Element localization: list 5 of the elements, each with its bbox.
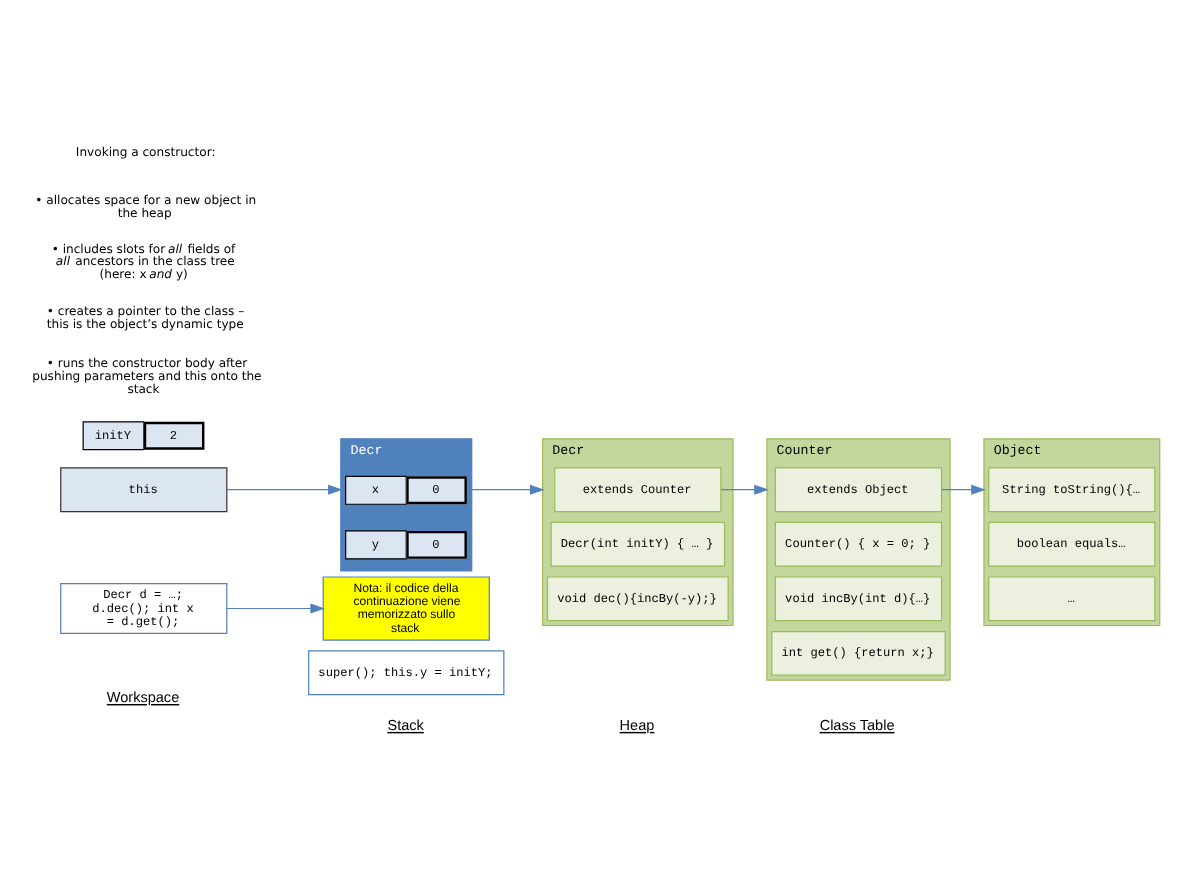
arrow	[720, 484, 769, 495]
arrow	[941, 484, 986, 495]
arrow	[226, 603, 325, 614]
arrow	[471, 484, 545, 495]
arrow	[226, 484, 343, 495]
